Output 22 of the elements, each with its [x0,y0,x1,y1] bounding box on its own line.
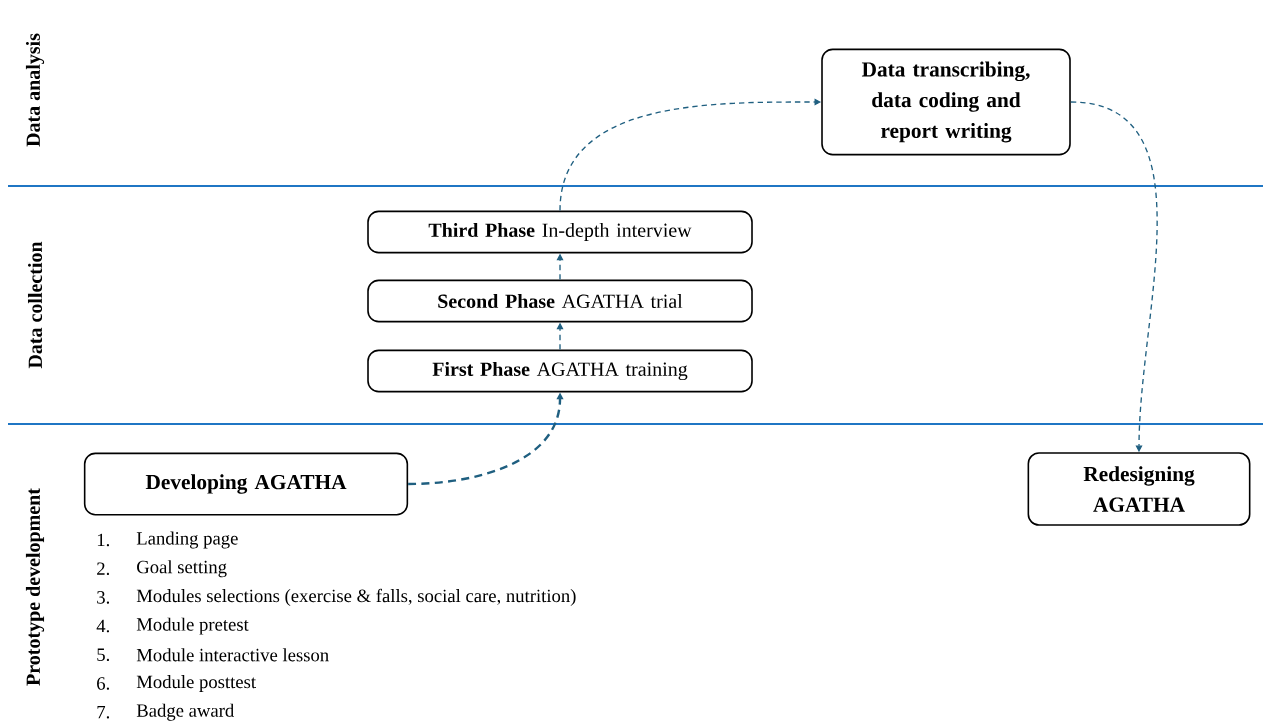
process-box: Developing AGATHA [83,452,409,516]
list-item: Badge award [136,703,234,721]
lane-label: Data collection [28,241,43,369]
list-number: 3. [97,591,110,604]
process-box: Third Phase In-depth interview [367,210,753,254]
list-number: 6. [97,677,110,690]
list-number: 7. [97,705,110,719]
list-item: Goal setting [137,560,227,578]
process-box: Second Phase AGATHA trial [367,279,753,323]
process-box: Redesigning AGATHA [1027,452,1251,526]
list-number: 4. [96,619,110,633]
list-number: 1. [97,533,110,547]
lane-label: Prototype development [25,488,45,686]
list-item: Module posttest [136,675,256,692]
list-item: Modules selections (exercise & falls, social care, nutrition) [136,588,576,606]
list-item: Module pretest [136,617,249,635]
list-number: 5. [97,648,110,662]
lane-label: Data analysis [25,33,45,147]
process-box: Data transcribing, data coding and report writing [821,48,1071,156]
list-item: Module interactive lesson [136,648,329,662]
process-box: First Phase AGATHA training [367,349,753,393]
list-number: 2. [97,562,110,576]
